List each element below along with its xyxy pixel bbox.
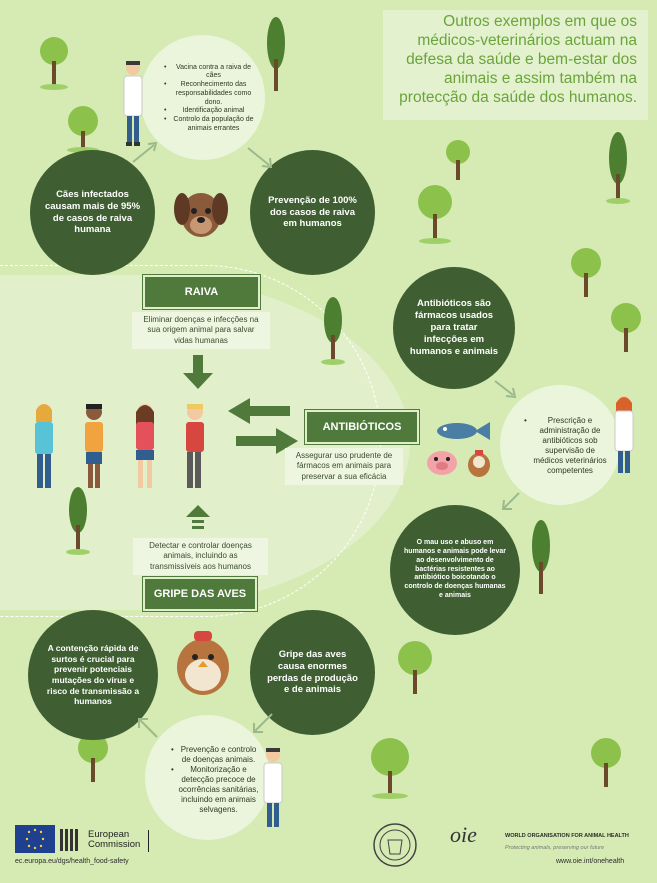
antibioticos-action-list: Prescrição e administração de antibiótic… xyxy=(522,416,610,476)
tree-icon xyxy=(398,641,432,694)
list-item: Monitorização e detecção precoce de ocor… xyxy=(171,765,260,815)
pig-icon xyxy=(427,451,457,475)
arrow-icon xyxy=(253,713,273,733)
tree-icon xyxy=(418,185,452,244)
veterinarian-icon xyxy=(123,61,143,146)
raiva-actions-circle: Vacina contra a raiva de cães Reconhecim… xyxy=(140,35,265,160)
tree-icon xyxy=(40,37,68,90)
tree-icon xyxy=(66,487,90,555)
gripe-label: GRIPE DAS AVES xyxy=(143,577,257,611)
title-box xyxy=(383,10,648,120)
tree-icon xyxy=(532,520,550,594)
gripe-note: Detectar e controlar doenças animais, in… xyxy=(133,538,268,576)
raiva-note: Eliminar doenças e infecções na sua orig… xyxy=(132,312,270,350)
tree-icon xyxy=(321,297,345,365)
dog-icon xyxy=(174,193,228,237)
antibioticos-risk-circle: O mau uso e abuso em humanos e animais p… xyxy=(390,505,520,635)
oie-url-link[interactable]: www.oie.int/onehealth xyxy=(556,858,625,865)
gripe-actions-circle: Prevenção e controlo de doenças animais.… xyxy=(145,715,270,840)
veterinarian-icon xyxy=(263,748,283,827)
ec-divider xyxy=(148,830,149,852)
arrow-left-icon xyxy=(228,398,290,424)
ec-name-line2: Commission xyxy=(88,839,141,851)
raiva-result-circle: Prevenção de 100% dos casos de raiva em … xyxy=(250,150,375,275)
arrow-right-icon xyxy=(236,428,298,454)
chicken-icon xyxy=(468,450,490,477)
seal-icon xyxy=(373,823,417,867)
ec-name-line1: European xyxy=(88,829,130,840)
list-item: Reconhecimento das responsabilidades com… xyxy=(164,81,257,107)
antibioticos-action-circle: Prescrição e administração de antibiótic… xyxy=(500,385,620,505)
antibioticos-note: Assegurar uso prudente de fármacos em an… xyxy=(285,448,403,486)
arrow-icon xyxy=(132,141,158,163)
list-item: Identificação animal xyxy=(164,107,257,116)
ec-building-icon xyxy=(60,829,78,851)
ec-name: European Commission xyxy=(88,829,141,851)
list-item: Prevenção e controlo de doenças animais. xyxy=(171,745,260,765)
gripe-containment-text: A contenção rápida de surtos é crucial p… xyxy=(46,643,140,707)
raiva-cause-circle: Cães infectados causam mais de 95% de ca… xyxy=(30,150,155,275)
arrow-icon xyxy=(494,380,517,399)
list-item: Vacina contra a raiva de cães xyxy=(164,64,257,82)
oie-tagline: Protecting animals, preserving our futur… xyxy=(505,845,605,851)
tree-icon xyxy=(606,132,630,204)
raiva-label: RAIVA xyxy=(143,275,260,309)
tree-icon xyxy=(446,140,470,180)
oie-name: WORLD ORGANISATION FOR ANIMAL HEALTH xyxy=(505,833,629,839)
raiva-cause-text: Cães infectados causam mais de 95% de ca… xyxy=(44,188,141,236)
tree-icon xyxy=(611,303,641,352)
tree-icon xyxy=(67,106,99,153)
chicken-icon xyxy=(177,631,229,695)
antibioticos-intro-text: Antibióticos são fármacos usados para tr… xyxy=(409,298,499,357)
tree-icon xyxy=(267,17,285,91)
eu-flag-icon xyxy=(15,825,55,853)
oie-logo: oie xyxy=(450,822,477,847)
arrow-up-icon xyxy=(186,505,210,529)
raiva-result-text: Prevenção de 100% dos casos de raiva em … xyxy=(268,194,357,230)
arrow-icon xyxy=(138,718,158,738)
page-title: Outros exemplos em que os médicos-veteri… xyxy=(399,13,637,106)
arrow-icon xyxy=(247,147,273,169)
tree-icon xyxy=(571,248,601,297)
arrow-down-icon xyxy=(183,355,213,389)
fish-icon xyxy=(437,422,490,440)
gripe-impact-text: Gripe das aves causa enormes perdas de p… xyxy=(267,648,358,696)
tree-icon xyxy=(78,733,108,782)
ec-url-link[interactable]: ec.europa.eu/dgs/health_food-safety xyxy=(15,858,129,865)
veterinarian-icon xyxy=(614,396,634,473)
gripe-containment-circle: A contenção rápida de surtos é crucial p… xyxy=(28,610,158,740)
arrow-icon xyxy=(501,492,520,510)
antibioticos-label: ANTIBIÓTICOS xyxy=(305,410,419,444)
antibioticos-risk-text: O mau uso e abuso em humanos e animais p… xyxy=(404,539,506,599)
tree-icon xyxy=(591,738,621,787)
raiva-actions-list: Vacina contra a raiva de cães Reconhecim… xyxy=(162,64,257,134)
list-item: Prescrição e administração de antibiótic… xyxy=(524,416,610,476)
people-icon xyxy=(35,404,204,488)
list-item: Controlo da população de animais errante… xyxy=(164,116,257,134)
gripe-actions-list: Prevenção e controlo de doenças animais.… xyxy=(169,745,260,815)
tree-icon xyxy=(371,738,409,799)
antibioticos-intro-circle: Antibióticos são fármacos usados para tr… xyxy=(393,267,515,389)
